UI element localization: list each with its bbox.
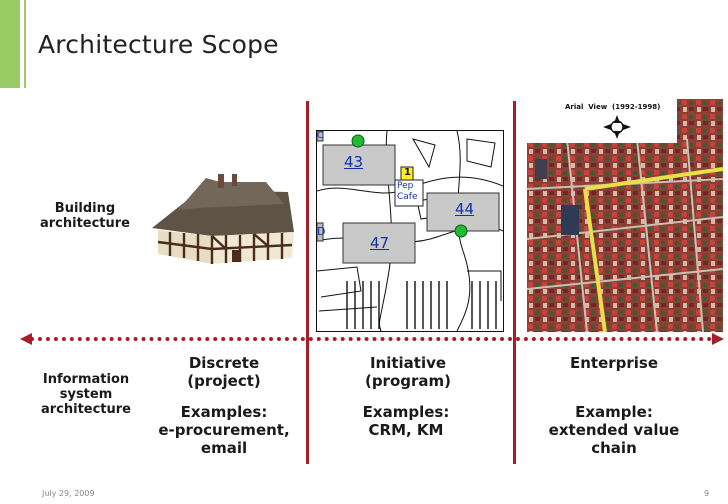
campus-map: 43 44 47 1 Pep Cafe C D [316,130,504,332]
row-label-information-line: Information [42,372,130,387]
house-illustration [152,174,294,264]
map-place-label-line: Pep [397,181,414,191]
row-label-information-line: system [59,387,113,402]
column-examples-initiative: Examples: CRM, KM [338,403,474,439]
column-heading-line: Initiative [369,354,447,372]
column-examples-line: email [200,439,248,457]
scope-arrow-line [30,337,712,341]
row-label-building-line: architecture [39,216,131,231]
column-examples-line: extended value [548,421,680,439]
map-edge-letter: C [317,131,324,141]
column-examples-line: chain [591,439,637,457]
row-label-information-line: architecture [40,402,132,417]
column-examples-enterprise: Example: extended value chain [544,403,684,457]
row-label-building: Building architecture [38,201,132,231]
page-number: 9 [704,489,710,498]
column-examples-line: e-procurement, [158,421,290,439]
row-label-building-line: Building [54,201,116,216]
accent-line [24,0,26,88]
column-examples-line: CRM, KM [368,421,444,439]
map-linework [317,131,503,331]
arrow-left-icon [20,333,32,345]
footer-date: July 29, 2009 [42,489,95,498]
map-building-label: 43 [344,153,364,171]
compass-icon [603,115,631,139]
arrow-right-icon [712,333,724,345]
map-place-label: Pep Cafe [397,181,418,203]
column-examples-line: Examples: [362,403,450,421]
column-examples-line: Examples: [180,403,268,421]
map-place-label-line: Cafe [397,192,418,202]
column-heading-discrete: Discrete (project) [150,354,298,390]
aerial-photo: Arial View (1992-1998) [527,99,723,332]
column-heading-initiative: Initiative (program) [340,354,476,390]
column-divider [306,101,309,464]
column-heading-line: (program) [364,372,452,390]
column-examples-discrete: Examples: e-procurement, email [150,403,298,457]
map-edge-letter: D [317,225,326,238]
column-divider [513,101,516,464]
map-building-label: 47 [370,234,390,252]
map-marker-number: 1 [404,167,411,178]
column-examples-line: Example: [575,403,653,421]
column-heading-line: (project) [187,372,261,390]
slide-title: Architecture Scope [38,30,279,59]
aerial-imagery [527,99,723,332]
aerial-caption: Arial View (1992-1998) [565,103,661,111]
map-building-label: 44 [455,200,475,218]
row-label-information: Information system architecture [38,372,134,417]
column-heading-line: Enterprise [569,354,659,372]
accent-bar [0,0,20,88]
column-heading-enterprise: Enterprise [544,354,684,372]
column-heading-line: Discrete [188,354,260,372]
